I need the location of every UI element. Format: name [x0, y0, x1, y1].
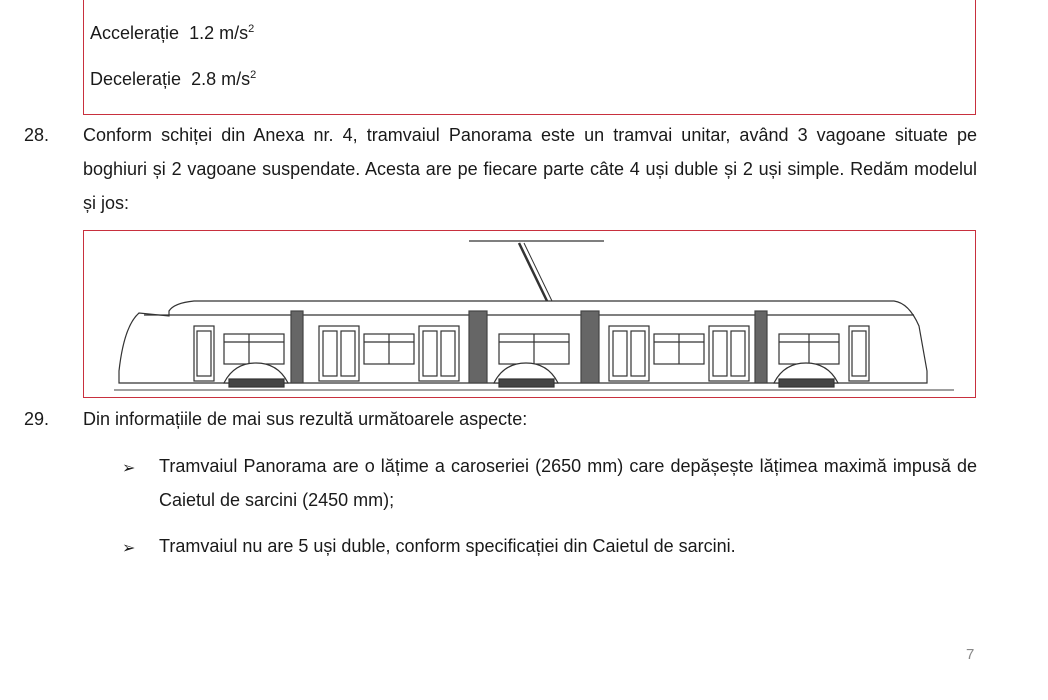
paragraph-29: Din informațiile de mai sus rezultă urmă… — [83, 409, 528, 429]
specification-box: Accelerație 1.2 m/s2 Decelerație 2.8 m/s… — [83, 0, 976, 115]
deceleration-value: 2.8 m/s — [191, 69, 251, 89]
item-number: 29. — [24, 409, 50, 429]
bullet-item: Tramvaiul Panorama are o lățime a carose… — [159, 456, 977, 510]
item-number: 28. — [24, 125, 50, 145]
acceleration-label: Accelerație — [90, 23, 180, 43]
page-number: 7 — [966, 646, 975, 663]
doors — [193, 325, 870, 382]
acceleration-spec: Accelerație 1.2 m/s2 — [90, 23, 254, 44]
bogies — [223, 362, 839, 388]
articulation-bellows — [290, 310, 768, 384]
acceleration-exponent: 2 — [248, 23, 255, 35]
acceleration-value: 1.2 m/s — [189, 23, 249, 43]
tram-drawing — [114, 240, 954, 391]
deceleration-spec: Decelerație 2.8 m/s2 — [90, 69, 256, 90]
windows — [223, 333, 840, 365]
arrow-bullet-icon: ➢ — [122, 460, 136, 477]
bullet-item: Tramvaiul nu are 5 uși duble, conform sp… — [159, 536, 736, 556]
deceleration-label: Decelerație — [90, 69, 182, 89]
arrow-bullet-icon: ➢ — [122, 540, 136, 557]
deceleration-exponent: 2 — [250, 69, 257, 81]
paragraph-28: Conform schiței din Anexa nr. 4, tramvai… — [83, 125, 977, 213]
tram-figure — [83, 230, 976, 398]
